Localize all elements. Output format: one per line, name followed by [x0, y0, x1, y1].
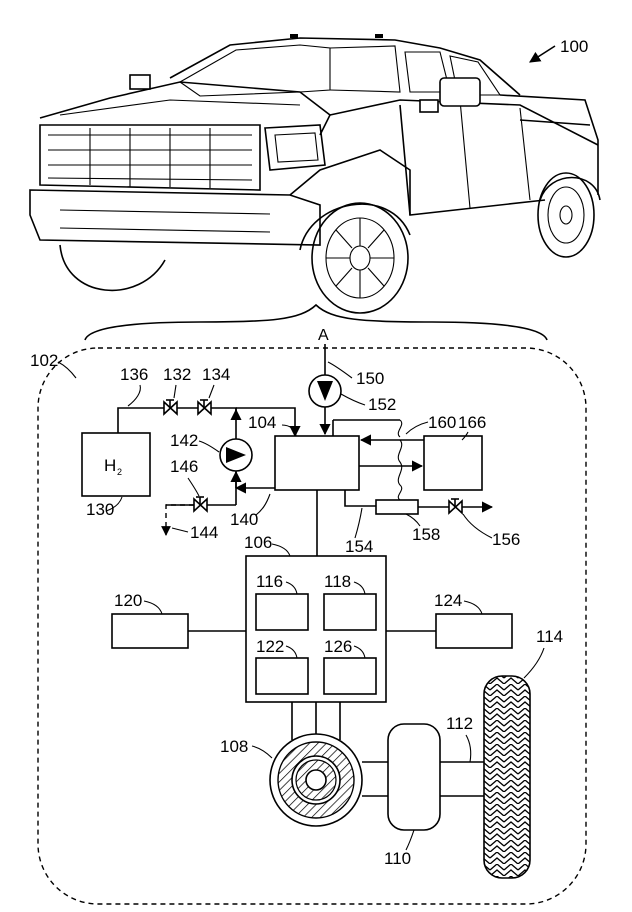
purge-valve — [194, 497, 207, 511]
module-120 — [112, 614, 188, 648]
ref-154-label: 154 — [345, 537, 373, 556]
ref-116-label: 116 — [256, 572, 283, 591]
module-124 — [436, 614, 512, 648]
wheel-tire — [484, 676, 530, 878]
ref-146-label: 146 — [170, 457, 198, 476]
ref-136-label: 136 — [120, 365, 148, 384]
detail-marker-a: A — [318, 327, 329, 344]
ref-118-label: 118 — [324, 572, 351, 591]
valve-134 — [198, 400, 211, 414]
ref-112-label: 112 — [446, 714, 473, 733]
ref-102-label: 102 — [30, 351, 58, 370]
electric-motor — [270, 734, 362, 826]
ref-120-label: 120 — [114, 591, 142, 610]
exhaust-valve — [449, 499, 462, 513]
transmission — [388, 724, 440, 830]
ref-124-label: 124 — [434, 591, 462, 610]
ref-166-label: 166 — [458, 413, 486, 432]
ref-122-label: 122 — [256, 637, 284, 656]
tank-h-label: H — [104, 456, 116, 475]
ref-106-label: 106 — [244, 533, 272, 552]
ref-156-label: 156 — [492, 530, 520, 549]
ref-132-label: 132 — [163, 365, 191, 384]
detail-brace — [85, 305, 547, 340]
ref-114-label: 114 — [536, 627, 563, 646]
ref-140-label: 140 — [230, 510, 258, 529]
ref-158-label: 158 — [412, 525, 440, 544]
ref-104-label: 104 — [248, 413, 276, 432]
water-separator — [376, 500, 418, 514]
ref-100-label: 100 — [560, 37, 588, 56]
ref-134-label: 134 — [202, 365, 230, 384]
ref-142-label: 142 — [170, 431, 198, 450]
vehicle-illustration — [30, 34, 600, 313]
module-126 — [324, 658, 376, 694]
ref-150-label: 150 — [356, 369, 384, 388]
ref-126-label: 126 — [324, 637, 352, 656]
fuel-cell-stack — [275, 436, 359, 490]
valve-132 — [164, 400, 177, 414]
ref-108-label: 108 — [220, 737, 248, 756]
ref-144-label: 144 — [190, 523, 218, 542]
tank-h-subscript: 2 — [117, 467, 122, 477]
ref-160-label: 160 — [428, 413, 456, 432]
radiator — [424, 436, 482, 490]
module-116 — [256, 594, 308, 630]
module-122 — [256, 658, 308, 694]
ref-152-label: 152 — [368, 395, 396, 414]
ref-110-label: 110 — [384, 849, 411, 868]
module-118 — [324, 594, 376, 630]
